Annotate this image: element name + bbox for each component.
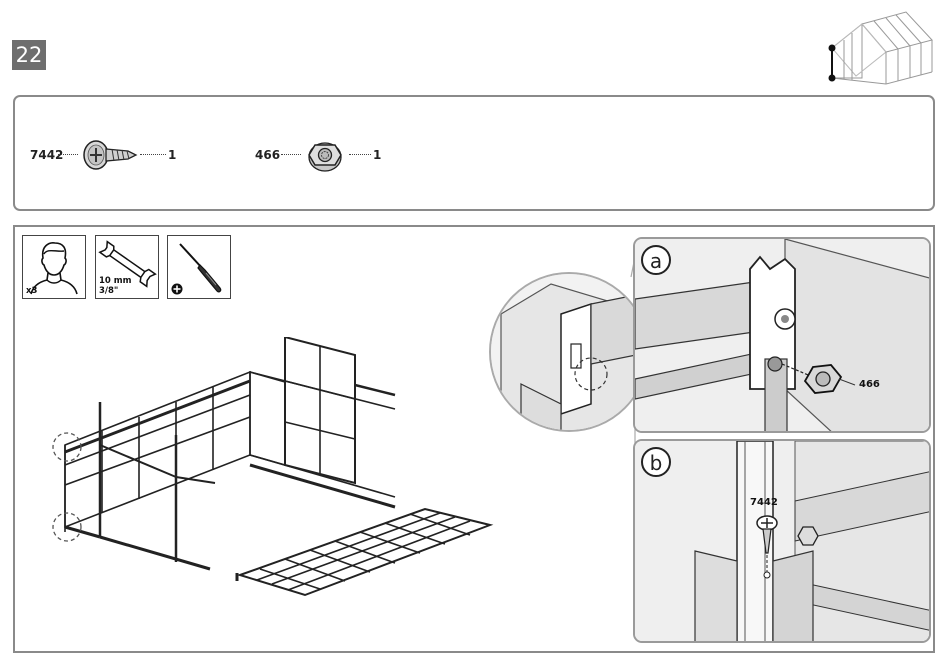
callout-screw-7442: 7442 [750, 497, 778, 508]
part-quantity: 1 [373, 148, 381, 162]
greenhouse-frame-illustration [45, 337, 515, 617]
tool-box-people: x3 [22, 235, 86, 299]
leader-dots [349, 154, 371, 155]
parts-list-panel: 7442 1 466 1 [13, 95, 935, 211]
leader-dots [140, 154, 166, 155]
part-quantity: 1 [168, 148, 176, 162]
tool-box-screwdriver [167, 235, 231, 299]
part-screw-7442: 7442 1 [30, 137, 180, 173]
tool-box-wrench: 10 mm 3/8" [95, 235, 159, 299]
assembly-illustration-panel: x3 10 mm 3/8" [13, 225, 935, 653]
wrench-size-metric: 10 mm [99, 277, 132, 286]
greenhouse-thumbnail-icon [826, 10, 938, 85]
detail-panel-a: a 466 [633, 237, 931, 433]
screw-icon [82, 137, 138, 173]
phillips-plus-icon [171, 283, 183, 295]
step-number-badge: 22 [12, 40, 46, 70]
screw-post-closeup [635, 441, 931, 643]
detail-letter-b: b [641, 447, 671, 477]
detail-panel-b: b 7442 [633, 439, 931, 643]
leader-dots [281, 154, 301, 155]
part-code: 7442 [30, 148, 63, 162]
people-count: x3 [26, 287, 37, 296]
detail-letter-a: a [641, 245, 671, 275]
hex-nut-icon [305, 137, 345, 173]
part-nut-466: 466 1 [255, 137, 395, 173]
bracket-nut-closeup [635, 239, 931, 433]
leader-dots [58, 154, 78, 155]
part-code: 466 [255, 148, 280, 162]
callout-nut-466: 466 [859, 379, 880, 390]
wrench-size-imperial: 3/8" [99, 287, 118, 296]
